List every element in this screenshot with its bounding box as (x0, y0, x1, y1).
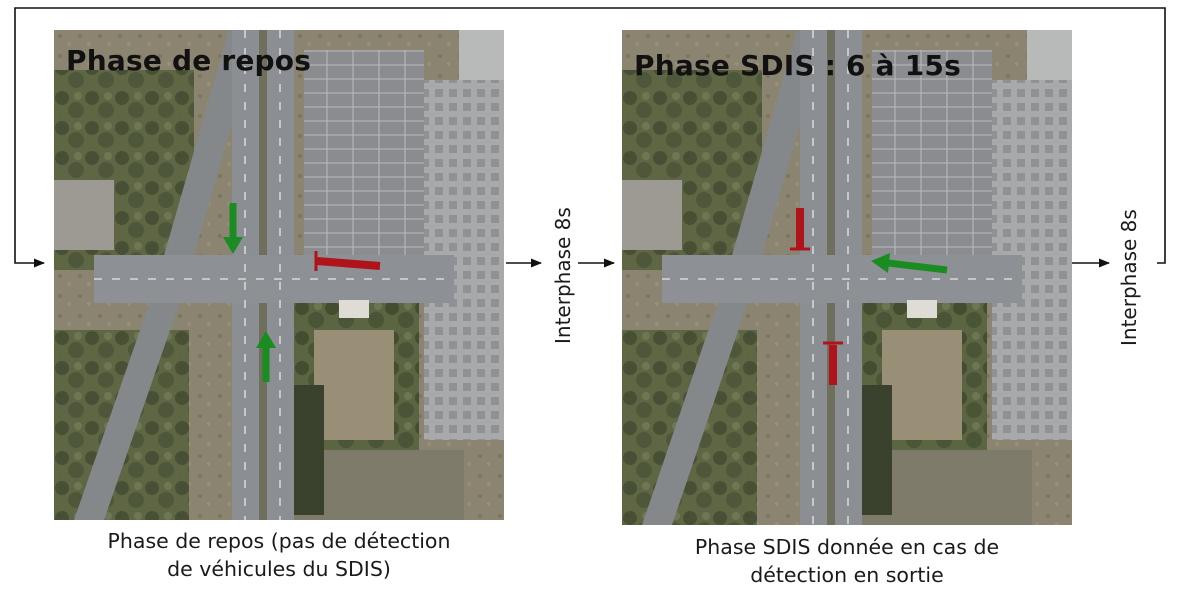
panel-title-repos: Phase de repos (66, 44, 312, 77)
signal-arrow-icon (314, 251, 381, 271)
interphase-label: Interphase 8s (551, 207, 575, 344)
caption-line: détection en sortie (750, 563, 944, 587)
signal-arrow-icon (223, 203, 243, 254)
aerial-map-repos (54, 30, 504, 520)
signal-arrow-icon (871, 253, 948, 274)
aerial-map-sdis (622, 30, 1072, 525)
caption-repos: Phase de repos (pas de détection de véhi… (54, 527, 504, 583)
caption-sdis: Phase SDIS donnée en cas de détection en… (622, 533, 1072, 589)
panel-title-sdis: Phase SDIS : 6 à 15s (634, 49, 961, 82)
caption-line: Phase SDIS donnée en cas de (694, 535, 1000, 559)
loop-connector (14, 7, 1166, 268)
interphase-label: Interphase 8s (1117, 209, 1141, 346)
caption-line: Phase de repos (pas de détection (107, 529, 451, 553)
signals-sdis (790, 208, 948, 385)
signal-arrow-icon (256, 331, 276, 382)
signal-arrow-icon (790, 208, 810, 251)
feedback-loop (14, 7, 1166, 268)
caption-line: de véhicules du SDIS) (167, 557, 391, 581)
signals-repos (223, 203, 381, 382)
signal-arrow-icon (823, 341, 843, 385)
